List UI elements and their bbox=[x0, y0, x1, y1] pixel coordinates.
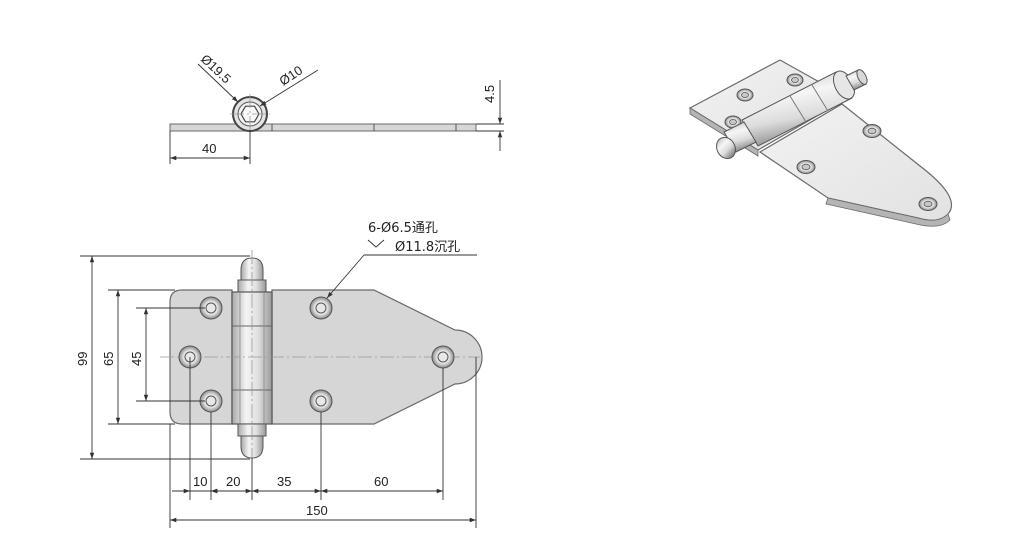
hole-span-inner-label: 45 bbox=[129, 352, 144, 366]
hole-span-outer-label: 65 bbox=[101, 352, 116, 366]
dim-60-label: 60 bbox=[374, 474, 388, 489]
front-holes bbox=[178, 296, 455, 413]
top-plate bbox=[169, 123, 477, 132]
overall-length-label: 150 bbox=[306, 503, 328, 518]
counterbore-note: Ø11.8沉孔 bbox=[395, 240, 460, 255]
iso-barrel bbox=[716, 69, 868, 160]
front-barrel bbox=[231, 257, 273, 459]
overall-height-label: 99 bbox=[75, 352, 90, 366]
dim-20-label: 20 bbox=[226, 474, 240, 489]
iso-holes bbox=[724, 73, 938, 211]
hole-note: 6-Ø6.5通孔 bbox=[368, 221, 438, 236]
offset-label: 40 bbox=[202, 141, 216, 156]
dim-35-label: 35 bbox=[277, 474, 291, 489]
isometric-view bbox=[688, 59, 953, 227]
thickness-label: 4.5 bbox=[482, 85, 497, 103]
top-view: Ø19.5 Ø10 4.5 40 bbox=[169, 51, 504, 164]
front-view: 6-Ø6.5通孔 Ø11.8沉孔 99 65 45 10 20 35 bbox=[75, 221, 483, 528]
inner-dia-label: Ø10 bbox=[276, 63, 305, 89]
dim-10-label: 10 bbox=[193, 474, 207, 489]
